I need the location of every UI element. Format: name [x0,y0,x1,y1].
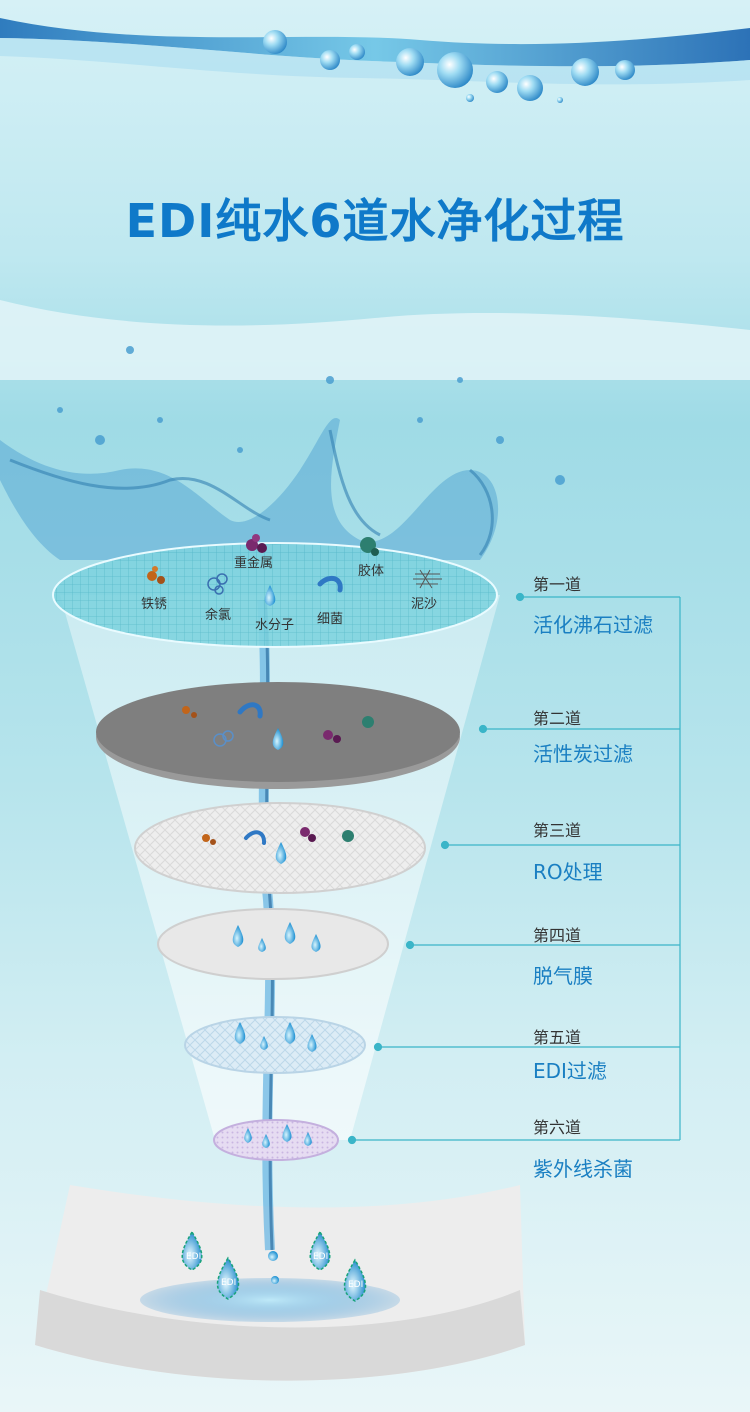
contaminant-chlorine-label: 余氯 [205,608,232,623]
stage-2-name: 活性炭过滤 [533,742,633,766]
colloid-particle-icon [360,537,379,556]
filter-layer-4 [157,908,389,980]
edi-drop-icon [309,1230,331,1271]
edi-drop-label: EDI [313,1252,329,1262]
edi-drop-icon [181,1230,203,1271]
contaminant-sediment-label: 泥沙 [411,597,438,612]
water-splash [0,346,565,560]
bubble-cluster [263,30,635,103]
stage-1-name: 活化沸石过滤 [533,613,653,637]
stage-5-number: 第五道 [533,1028,582,1047]
filter-layer-6 [213,1119,339,1161]
edi-drop-icon [216,1256,240,1300]
edi-drop-label: EDI [348,1280,364,1290]
water-pool [140,1278,400,1322]
filter-layer-5 [184,1016,366,1074]
edi-drop-label: EDI [221,1278,237,1288]
stage-2-number: 第二道 [533,709,582,728]
stage-6-name: 紫外线杀菌 [533,1157,633,1181]
filter-layer-1 [53,543,497,647]
stage-3-name: RO处理 [533,860,603,884]
rust-particle-icon [147,566,165,584]
page-title: EDI纯水6道水净化过程 [125,194,625,248]
contaminant-bacteria-label: 细菌 [317,612,344,627]
stage-connectors [347,592,681,1145]
stage-6-number: 第六道 [533,1118,582,1137]
contaminant-heavy-metal-label: 重金属 [234,556,274,571]
stage-3-number: 第三道 [533,821,582,840]
sediment-particle-icon [413,569,442,589]
stage-4-name: 脱气膜 [533,964,593,988]
stage-1-number: 第一道 [533,575,582,594]
contaminant-water-molecule-label: 水分子 [255,618,295,633]
stage-5-name: EDI过滤 [533,1059,607,1083]
edi-drop-label: EDI [186,1252,202,1262]
contaminant-colloid-label: 胶体 [358,564,385,579]
water-molecule-drop-icon [264,585,276,606]
stage-4-number: 第四道 [533,926,582,945]
chlorine-particle-icon [207,573,228,595]
bacteria-particle-icon [317,575,343,593]
contaminant-rust-label: 铁锈 [141,597,168,612]
edi-drop-icon [343,1258,367,1302]
heavy-metal-particle-icon [246,534,267,553]
clean-water-drops [232,922,321,1148]
